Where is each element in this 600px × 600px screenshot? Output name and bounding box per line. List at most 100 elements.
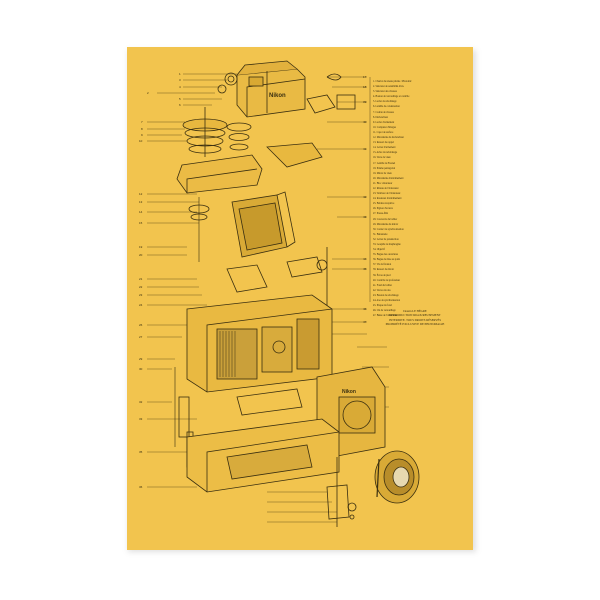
svg-text:24: 24 (139, 303, 143, 307)
legend-item: 46. Clé de verrouillage (373, 309, 396, 313)
svg-text:7: 7 (141, 120, 143, 124)
svg-text:43: 43 (363, 215, 367, 219)
base-plate (186, 418, 340, 493)
svg-text:2: 2 (147, 91, 149, 95)
svg-text:1: 1 (179, 72, 181, 76)
svg-text:4: 4 (179, 85, 181, 89)
svg-text:9: 9 (141, 133, 143, 137)
legend-item: 20. Mécanisme d'entraînement (373, 176, 404, 180)
camera-body (186, 294, 333, 393)
svg-text:22: 22 (139, 285, 143, 289)
legend-item: 37. Vis de fixation (373, 263, 392, 267)
legend-item: 1. Chariot du réseau prisme / Photomic (373, 80, 412, 83)
legend-item: 17. Lentille de Fresnel (373, 161, 396, 165)
legend-item: 7. Cadran de vitesses (373, 110, 394, 114)
svg-text:36: 36 (139, 485, 143, 489)
legend-item: 23. Tambour de l'obturateur (373, 192, 401, 196)
svg-text:21: 21 (139, 277, 143, 281)
lens (374, 450, 420, 504)
legend-item: 19. Miroir de visée (373, 171, 392, 175)
legend-item: 35. Bague des ouvertures (373, 253, 399, 257)
legend-item: 24. Rouleaux d'entraînement (373, 197, 402, 201)
svg-text:17: 17 (363, 75, 367, 79)
legend-item: 15. Arbre du rebobinage (373, 151, 398, 155)
legend-item: 5. Levier de rebobinage (373, 100, 397, 104)
speed-dial-stack (182, 107, 252, 157)
svg-text:44: 44 (363, 257, 367, 261)
svg-text:18: 18 (363, 85, 367, 89)
prism-finder (236, 60, 306, 118)
legend-item: 18. Prisme pentagonal (373, 166, 396, 170)
legend-item: 9. Levier d'armement (373, 120, 395, 124)
svg-text:19: 19 (139, 245, 143, 249)
legend-item: 3. Sélecteur des vitesses (373, 90, 397, 94)
svg-text:14: 14 (139, 210, 143, 214)
svg-text:10: 10 (139, 139, 143, 143)
legend-item: 29. Mécanisme du miroir (373, 222, 399, 226)
credit-line: Dessin LE HÉGRE (403, 309, 427, 313)
credit-line: INTERDITE. TOUS DROITS RÉSERVÉS (389, 317, 441, 322)
legend-item: 22. Rideau de l'obturateur (373, 186, 399, 190)
legend-item: 27. Presse-film (373, 212, 388, 216)
svg-text:3: 3 (179, 78, 181, 82)
svg-text:29: 29 (139, 357, 143, 361)
svg-text:35: 35 (139, 450, 143, 454)
legend-item: 32. Levier de présélection (373, 237, 399, 241)
legend-item: 14. Levier d'armement (373, 146, 396, 150)
legend-item: 40. Contrôle de profondeur (373, 278, 400, 282)
svg-text:6: 6 (179, 103, 181, 107)
legend-item: 6. Lentille de condensation (373, 105, 400, 109)
focusing-screen (231, 191, 296, 258)
legend-item: 36. Bague de mise au point (373, 258, 400, 262)
legend-item: 34. Objectif (373, 248, 385, 252)
legend-item: 2. Sélecteur de sensibilité ASA (373, 85, 404, 89)
svg-text:23: 23 (139, 293, 143, 297)
credit-block: Dessin LE HÉGRE REPRODUCTION RIGOUREUSEM… (373, 309, 457, 327)
svg-text:5: 5 (179, 97, 181, 101)
parts-legend: 1. Chariot du réseau prisme / Photomic 2.… (373, 79, 465, 318)
legend-item: 25. Bobine réceptrice (373, 202, 395, 206)
legend-item: 43. Bouton de rebobinage (373, 293, 399, 297)
svg-text:Nikon: Nikon (342, 389, 356, 395)
legend-item: 45. Plaque du fond (373, 304, 392, 308)
legend-item: 28. Couvercle du boîtier (373, 217, 398, 221)
svg-text:47: 47 (363, 320, 367, 324)
svg-text:12: 12 (139, 192, 143, 196)
legend-item: 41. Fond du boîtier (373, 283, 392, 287)
legend-item: 39. Écrou de pied (373, 273, 391, 277)
prism-brand-text: Nikon (269, 93, 286, 99)
legend-item: 31. Baïonnette (373, 232, 388, 236)
legend-item: 44. Axe de synchronisation (373, 299, 400, 303)
svg-text:41: 41 (363, 147, 367, 151)
svg-text:32: 32 (139, 400, 143, 404)
svg-text:46: 46 (363, 307, 367, 311)
svg-text:15: 15 (139, 221, 143, 225)
legend-item: 42. Verrou du dos (373, 288, 391, 292)
svg-text:26: 26 (139, 323, 143, 327)
legend-item: 4. Bouton de verrouillage et contrôle (373, 95, 410, 99)
credit-line: PROPRIÉTÉ EXCLUSIVE DE PHOTOMAGIE (385, 322, 445, 327)
legend-item: 30. Contact de synchronisation (373, 227, 404, 231)
svg-text:20: 20 (139, 253, 143, 257)
legend-item: 16. Verre de visée (373, 156, 391, 160)
legend-item: 47. Butée de l'obturateur (373, 314, 398, 318)
legend-item: 26. Pignon d'avance (373, 207, 393, 211)
legend-item: 21. Bloc obturateur (373, 181, 393, 185)
legend-item: 8. Déclencheur (373, 115, 388, 119)
legend-item: 13. Ressort de rappel (373, 141, 394, 145)
legend-item: 10. Compteur d'images (373, 125, 396, 129)
svg-text:45: 45 (363, 267, 367, 271)
svg-text:42: 42 (363, 195, 367, 199)
svg-text:27: 27 (139, 335, 143, 339)
credit-line: REPRODUCTION RIGOUREUSEMENT (389, 313, 441, 318)
svg-text:8: 8 (141, 127, 143, 131)
svg-text:13: 13 (139, 200, 143, 204)
legend-item: 12. Mécanisme du déclencheur (373, 136, 404, 140)
legend-item: 38. Ressort de miroir (373, 268, 394, 272)
legend-item: 33. Goupille de diaphragme (373, 243, 401, 246)
svg-text:33: 33 (139, 417, 143, 421)
legend-item: 11. Capot de surface (373, 130, 394, 134)
svg-text:40: 40 (363, 120, 367, 124)
